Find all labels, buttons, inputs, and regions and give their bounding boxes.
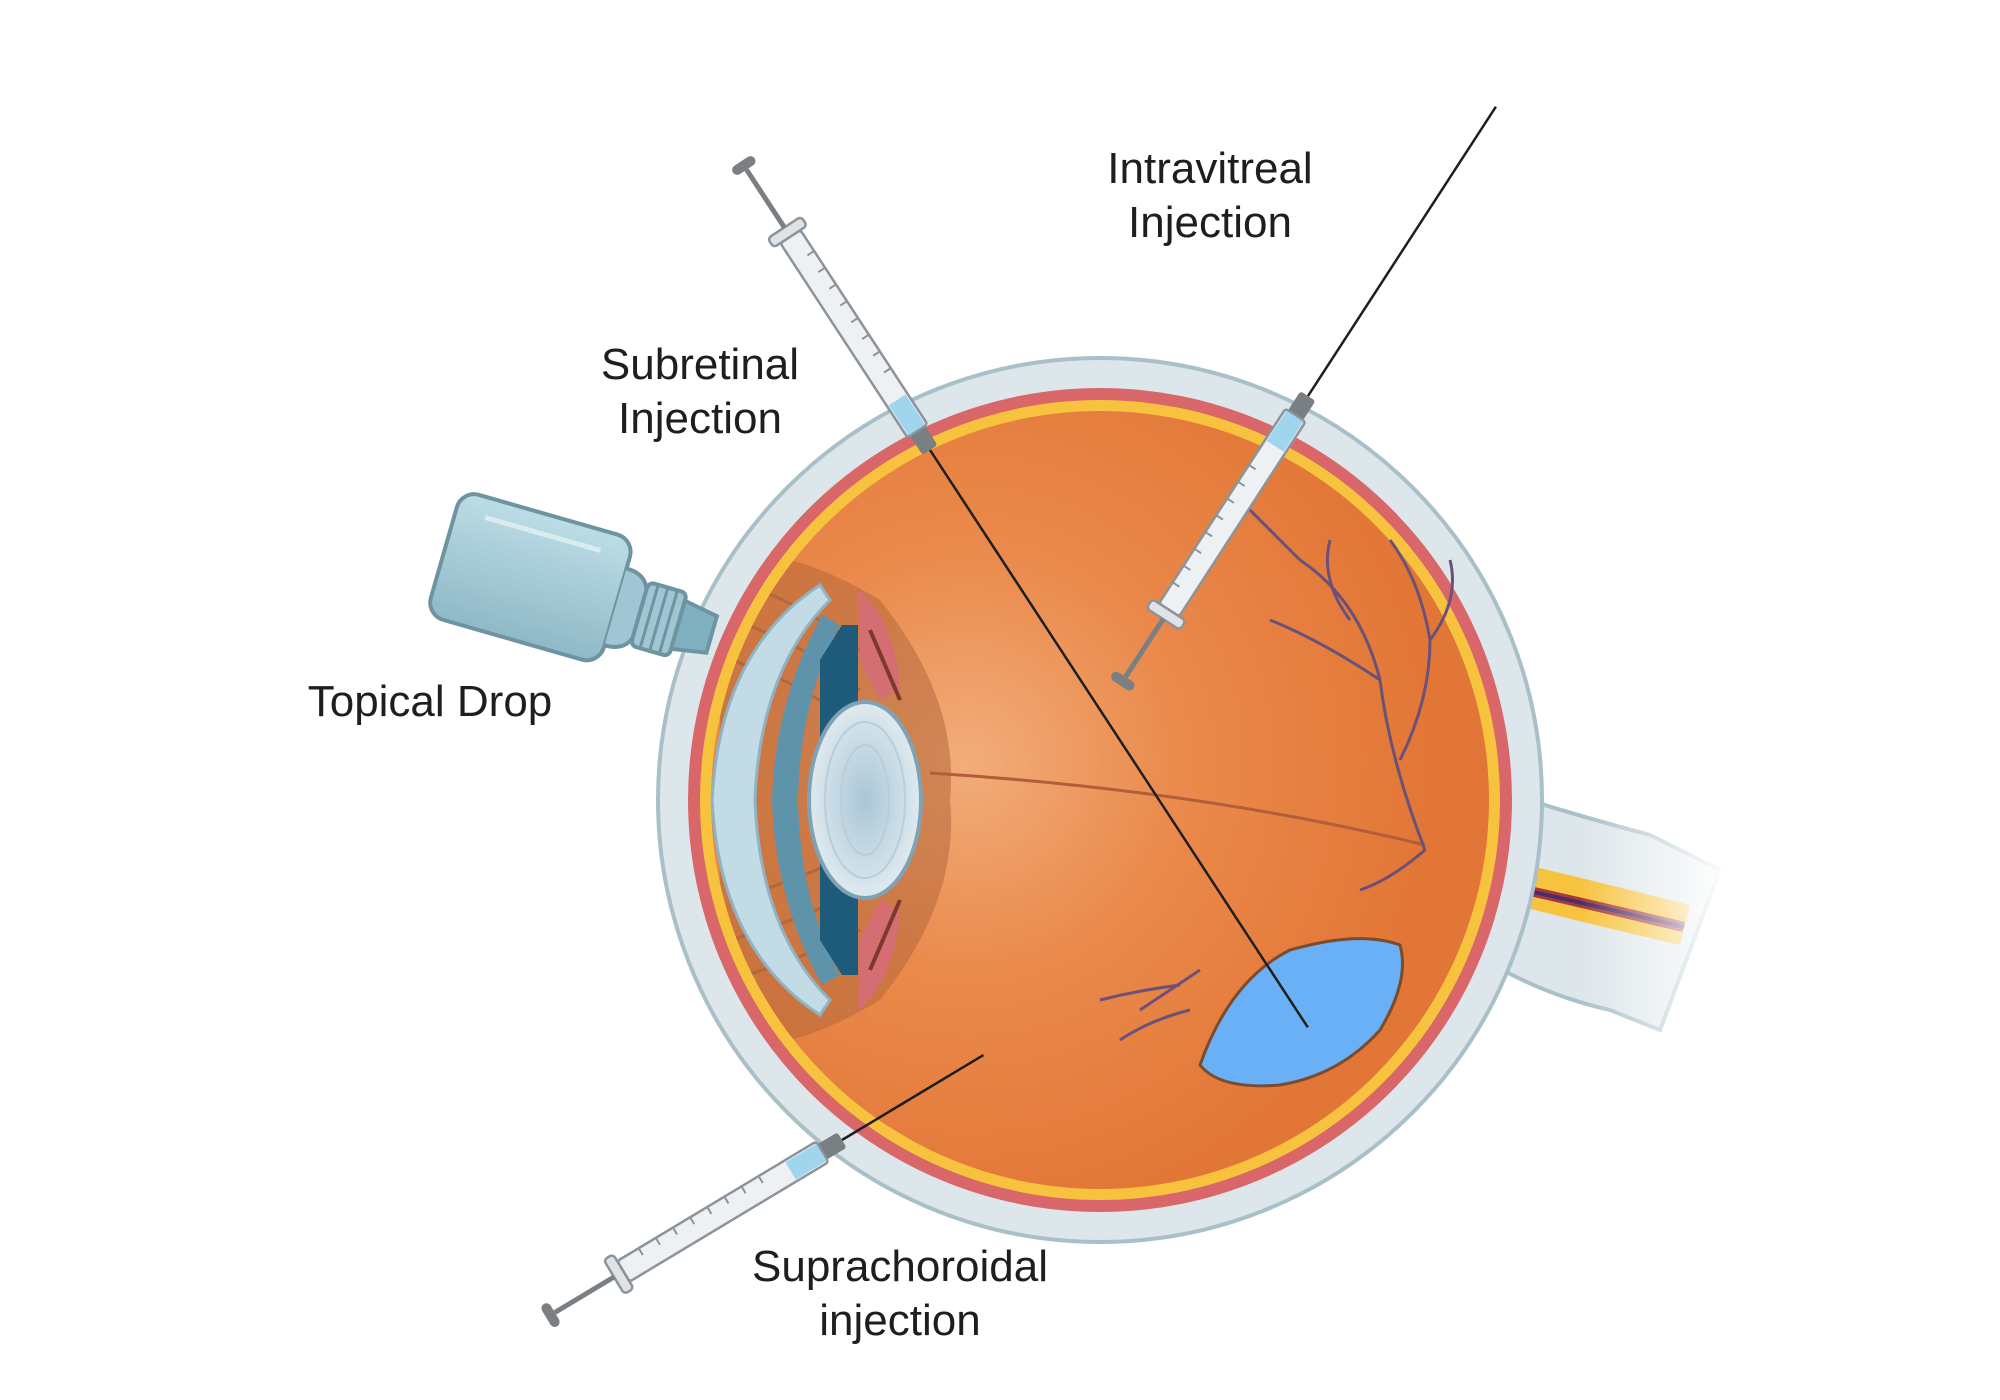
retinal-vessels: [1099, 498, 1454, 1042]
subretinal-syringe-icon: [732, 156, 1309, 1029]
suprachoroidal-syringe-icon: [541, 1053, 985, 1327]
label-suprachoroidal-injection: Suprachoroidal injection: [710, 1240, 1090, 1348]
label-intravitreal-line1: Intravitreal: [1107, 144, 1313, 193]
eye-drop-bottle-icon: [428, 492, 720, 663]
label-topical-drop: Topical Drop: [260, 675, 600, 729]
intravitreal-syringe-icon: [1111, 105, 1497, 691]
label-subretinal-line1: Subretinal: [600, 340, 800, 389]
label-intravitreal-injection: Intravitreal Injection: [1050, 142, 1370, 250]
subretinal-bleb: [1198, 937, 1404, 1088]
label-suprachoroidal-line1: Suprachoroidal: [752, 1242, 1048, 1291]
label-topical-line1: Topical Drop: [307, 677, 553, 726]
lens: [807, 700, 923, 900]
label-suprachoroidal-line2: injection: [819, 1296, 981, 1345]
label-subretinal-injection: Subretinal Injection: [550, 338, 850, 446]
label-intravitreal-line2: Injection: [1128, 198, 1292, 247]
label-subretinal-line2: Injection: [618, 394, 782, 443]
